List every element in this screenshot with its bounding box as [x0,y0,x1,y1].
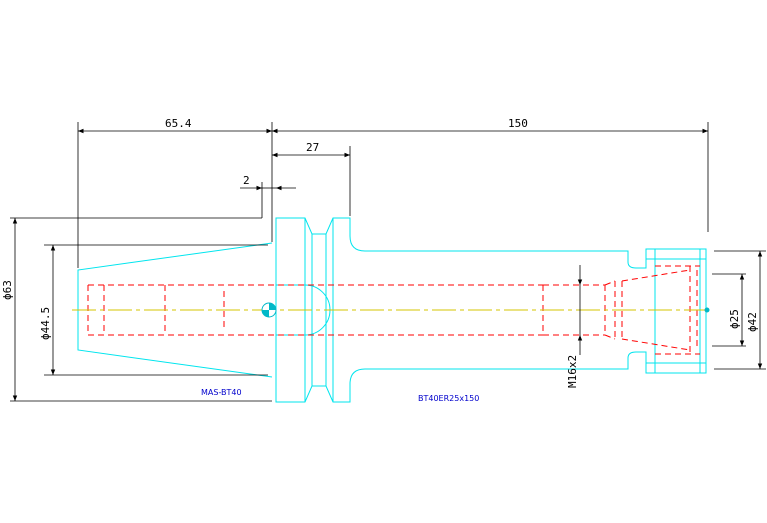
nozzle-mark-icon [704,307,710,313]
dim-150: 150 [508,117,528,130]
dim-phi42: ϕ42 [746,312,759,332]
dim-phi63: ϕ63 [1,280,14,300]
hidden-lines [87,265,700,355]
dim-phi44-5: ϕ44.5 [39,307,52,340]
dim-2: 2 [243,174,250,187]
flange-outline [275,217,707,403]
dim-phi25: ϕ25 [728,309,741,329]
dim-27: 27 [306,141,319,154]
label-bt40er25x150: BT40ER25x150 [418,394,479,403]
dim-65-4: 65.4 [165,117,192,130]
dimension-lines [10,122,766,402]
label-mas-bt40: MAS-BT40 [201,388,242,397]
center-mark-icon [261,302,277,318]
dim-m16x2: M16x2 [566,355,579,388]
